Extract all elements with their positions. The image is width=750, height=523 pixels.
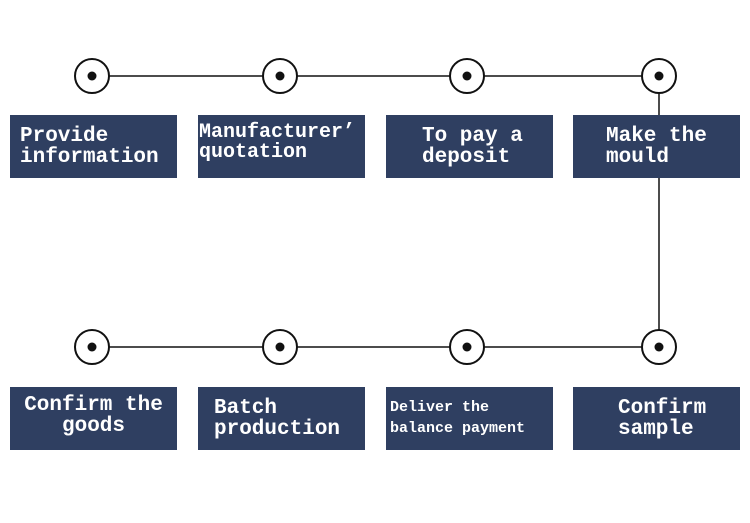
node-dot — [275, 342, 285, 352]
step-provide-information: Provide information — [10, 115, 177, 178]
node-dot — [87, 342, 97, 352]
step-pay-deposit: To pay a deposit — [386, 115, 553, 178]
step-make-mould: Make the mould — [573, 115, 740, 178]
node-7 — [262, 329, 298, 365]
node-dot — [462, 342, 472, 352]
step-label-line1: Manufacturer’ — [199, 121, 356, 144]
step-confirm-sample: Confirm sample — [573, 387, 740, 450]
node-1 — [74, 58, 110, 94]
node-dot — [654, 71, 664, 81]
step-confirm-goods: Confirm the goods — [10, 387, 177, 450]
node-3 — [449, 58, 485, 94]
node-5 — [641, 329, 677, 365]
node-2 — [262, 58, 298, 94]
step-label-line2: goods — [61, 415, 125, 438]
step-label-line2: information — [20, 145, 159, 169]
step-deliver-balance-payment: Deliver the balance payment — [386, 387, 553, 450]
step-batch-production: Batch production — [198, 387, 365, 450]
step-label-line2: production — [214, 417, 341, 441]
step-label-line1: Confirm — [618, 396, 707, 420]
node-dot — [275, 71, 285, 81]
node-dot — [654, 342, 664, 352]
step-label-line2: quotation — [199, 141, 308, 164]
node-dot — [462, 71, 472, 81]
node-8 — [74, 329, 110, 365]
step-label-line1: Deliver the — [390, 399, 490, 417]
step-label-line2: mould — [606, 145, 670, 169]
step-label-line1: To pay a — [422, 124, 523, 148]
node-4 — [641, 58, 677, 94]
step-manufacturer-quotation: Manufacturer’ quotation — [198, 115, 365, 178]
node-6 — [449, 329, 485, 365]
step-label-line2: sample — [618, 417, 694, 441]
step-label-line1: Confirm the — [24, 394, 163, 417]
step-label-line1: Make the — [606, 124, 707, 148]
step-label-line2: deposit — [422, 145, 511, 169]
node-dot — [87, 71, 97, 81]
step-label-line1: Batch — [214, 396, 278, 420]
step-label-line2: balance payment — [390, 419, 526, 437]
step-label-line1: Provide — [20, 124, 109, 148]
